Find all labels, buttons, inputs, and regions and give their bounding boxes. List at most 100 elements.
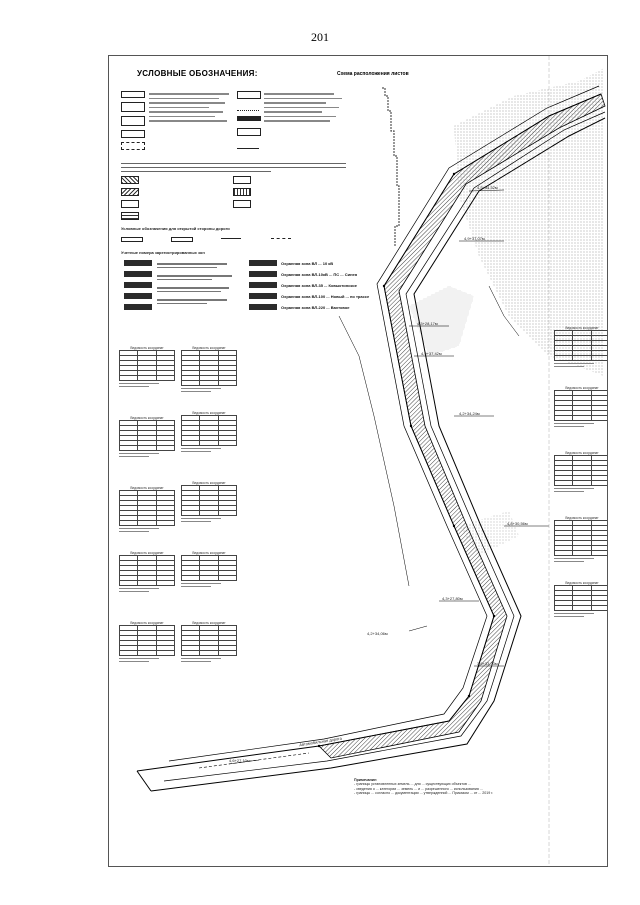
zone-label: Охранная зона ВЛ ... 10 кВ bbox=[281, 261, 334, 266]
point-label: 4,3+28,17м bbox=[417, 321, 438, 326]
easement-boundary bbox=[150, 117, 606, 792]
table-footnote bbox=[554, 488, 607, 492]
table-caption: Ведомость координат bbox=[192, 411, 226, 415]
table-cell bbox=[590, 550, 607, 556]
zone-label: Охранная зона ВЛ-220 ... Вахтовое bbox=[281, 305, 350, 310]
table-cell bbox=[217, 575, 238, 581]
page-number: 201 bbox=[311, 30, 329, 44]
map-sheet: 4,5+34,52м 4,9+37,07м 4,3+28,17м 4,9+37,… bbox=[108, 55, 608, 867]
coordinate-table: Ведомость координат bbox=[118, 621, 176, 664]
coordinate-table: Ведомость координат bbox=[553, 386, 607, 429]
table-footnote bbox=[119, 588, 175, 592]
table-cell bbox=[137, 445, 157, 451]
table-caption: Ведомость координат bbox=[565, 326, 599, 330]
table-cell bbox=[180, 575, 201, 581]
table-cell bbox=[572, 605, 592, 611]
table-cell bbox=[199, 510, 219, 516]
coordinate-table: Ведомость координат bbox=[553, 516, 607, 564]
point-label: 4,2+34,24м bbox=[459, 411, 480, 416]
table-cell bbox=[180, 440, 201, 446]
table-cell bbox=[180, 510, 201, 516]
coordinate-table: Ведомость координат bbox=[553, 326, 607, 369]
table-cell bbox=[590, 605, 607, 611]
coordinate-table: Ведомость координат bbox=[553, 451, 607, 494]
table-cell bbox=[180, 650, 201, 656]
table-footnote bbox=[119, 528, 175, 532]
table-footnote bbox=[181, 518, 237, 522]
point-label: 4,2+34,06м bbox=[367, 631, 388, 636]
table-footnote bbox=[181, 448, 237, 452]
table-cell bbox=[118, 580, 139, 586]
table-cell bbox=[199, 650, 219, 656]
table-footnote bbox=[554, 558, 607, 562]
legend-text-lines bbox=[264, 90, 349, 125]
legend-block bbox=[117, 86, 347, 216]
coordinate-table: Ведомость координат bbox=[180, 346, 238, 394]
note-line: - сведения о ... категории ... земель ..… bbox=[354, 786, 483, 791]
table-cell bbox=[590, 480, 607, 486]
table-cell bbox=[590, 355, 607, 361]
zone-badge bbox=[249, 304, 277, 310]
legend-line-row bbox=[121, 234, 351, 244]
table-caption: Ведомость координат bbox=[192, 481, 226, 485]
table-cell bbox=[155, 580, 176, 586]
table-cell bbox=[199, 575, 219, 581]
point-label: 4,8+30,56м bbox=[507, 521, 528, 526]
note-line: - границы установленных земель ... для .… bbox=[354, 782, 471, 787]
table-footnote bbox=[119, 383, 175, 387]
zone-badge bbox=[249, 293, 277, 299]
table-cell bbox=[137, 375, 157, 381]
legend-text-lines bbox=[149, 90, 237, 125]
coordinate-table: Ведомость координат bbox=[180, 481, 238, 524]
table-cell bbox=[572, 415, 592, 421]
table-cell bbox=[553, 550, 574, 556]
table-footnote bbox=[119, 658, 175, 662]
zone-label: Охранная зона ВЛ-35 ... Ковыктинское bbox=[281, 283, 357, 288]
note-line: - границы ... согласно ... документации … bbox=[354, 791, 494, 796]
table-footnote bbox=[181, 583, 237, 587]
table-footnote bbox=[181, 388, 237, 392]
table-caption: Ведомость координат bbox=[130, 346, 164, 350]
table-caption: Ведомость координат bbox=[130, 551, 164, 555]
table-cell bbox=[572, 550, 592, 556]
table-cell bbox=[553, 415, 574, 421]
coordinate-table: Ведомость координат bbox=[118, 486, 176, 534]
table-cell bbox=[199, 380, 219, 386]
road-corridor bbox=[318, 93, 606, 759]
table-footnote bbox=[119, 453, 175, 457]
zone-badge bbox=[124, 260, 152, 266]
coordinate-table: Ведомость координат bbox=[180, 551, 238, 589]
table-cell bbox=[572, 355, 592, 361]
notes-block: Примечание: - границы установленных земе… bbox=[354, 778, 604, 796]
table-caption: Ведомость координат bbox=[130, 416, 164, 420]
table-cell bbox=[572, 480, 592, 486]
small-stepped-symbol bbox=[382, 87, 400, 246]
zone-badge bbox=[124, 271, 152, 277]
table-caption: Ведомость координат bbox=[565, 451, 599, 455]
overview-label: Схема расположения листов bbox=[337, 71, 409, 77]
coordinate-table: Ведомость координат bbox=[553, 581, 607, 619]
table-cell bbox=[137, 580, 157, 586]
point-label: 4,5+34,52м bbox=[477, 185, 498, 190]
table-footnote bbox=[554, 613, 607, 617]
legend-section-heading: Условные обозначения для открытой сторон… bbox=[121, 226, 230, 231]
coordinate-table: Ведомость координат bbox=[118, 551, 176, 594]
table-footnote bbox=[554, 363, 607, 367]
table-cell bbox=[217, 650, 238, 656]
table-cell bbox=[137, 520, 157, 526]
table-cell bbox=[553, 480, 574, 486]
map-drawing bbox=[136, 56, 606, 866]
legend-hatch-rows bbox=[121, 174, 346, 234]
stippled-area bbox=[454, 68, 604, 376]
zone-text-lines bbox=[157, 261, 242, 311]
legend-title: УСЛОВНЫЕ ОБОЗНАЧЕНИЯ: bbox=[137, 69, 258, 78]
table-caption: Ведомость координат bbox=[130, 486, 164, 490]
zone-badge bbox=[124, 282, 152, 288]
zone-badge bbox=[249, 282, 277, 288]
table-cell bbox=[118, 650, 139, 656]
table-caption: Ведомость координат bbox=[565, 386, 599, 390]
table-cell bbox=[217, 380, 238, 386]
notes-title: Примечание: bbox=[354, 778, 378, 782]
table-cell bbox=[199, 440, 219, 446]
legend-paragraph bbox=[121, 160, 346, 175]
